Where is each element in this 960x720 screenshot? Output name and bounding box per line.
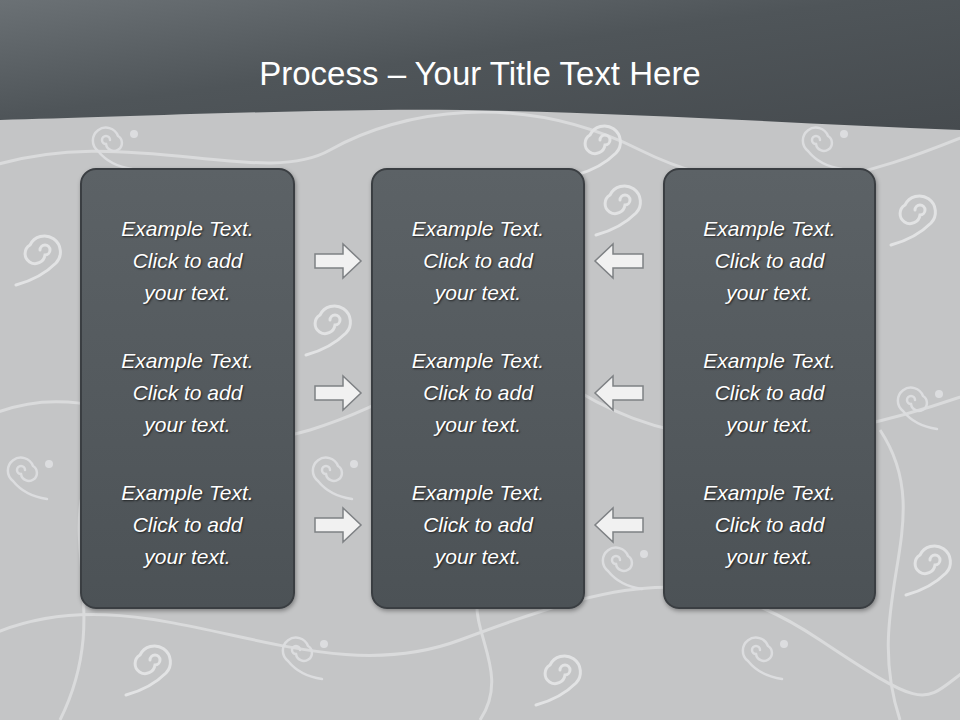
title-area: Process – Your Title Text Here xyxy=(0,52,960,96)
swirl xyxy=(283,638,328,679)
column-text: Example Text. Click to add your text. xyxy=(402,477,554,573)
swirl xyxy=(891,196,935,245)
swirl xyxy=(126,646,170,695)
header-shape xyxy=(0,0,960,130)
column-text: Example Text. Click to add your text. xyxy=(402,345,554,441)
swirl xyxy=(16,236,60,285)
slide-title: Process – Your Title Text Here xyxy=(259,55,700,92)
swirl xyxy=(596,186,640,235)
column-text: Example Text. Click to add your text. xyxy=(402,213,554,309)
block-arrow xyxy=(595,244,643,278)
swirl xyxy=(536,656,580,705)
swirl xyxy=(603,548,648,589)
block-arrow xyxy=(315,244,361,278)
block-arrow xyxy=(595,508,643,542)
swirl xyxy=(898,388,943,429)
process-column: Example Text. Click to add your text. Exa… xyxy=(80,168,295,609)
column-text: Example Text. Click to add your text. xyxy=(112,345,264,441)
swirl xyxy=(803,128,848,169)
column-text: Example Text. Click to add your text. xyxy=(694,477,846,573)
column-text: Example Text. Click to add your text. xyxy=(112,477,264,573)
swirl xyxy=(743,638,788,679)
swirl xyxy=(306,306,350,355)
process-column: Example Text. Click to add your text. Exa… xyxy=(371,168,585,609)
block-arrow xyxy=(315,508,361,542)
swirl xyxy=(576,126,620,175)
block-arrow xyxy=(595,376,643,410)
swirl xyxy=(313,458,358,499)
swirl xyxy=(93,128,138,169)
swirl xyxy=(906,546,950,595)
column-text: Example Text. Click to add your text. xyxy=(694,345,846,441)
process-column: Example Text. Click to add your text. Exa… xyxy=(663,168,876,609)
swirl xyxy=(8,458,53,499)
column-text: Example Text. Click to add your text. xyxy=(694,213,846,309)
column-text: Example Text. Click to add your text. xyxy=(112,213,264,309)
block-arrow xyxy=(315,376,361,410)
